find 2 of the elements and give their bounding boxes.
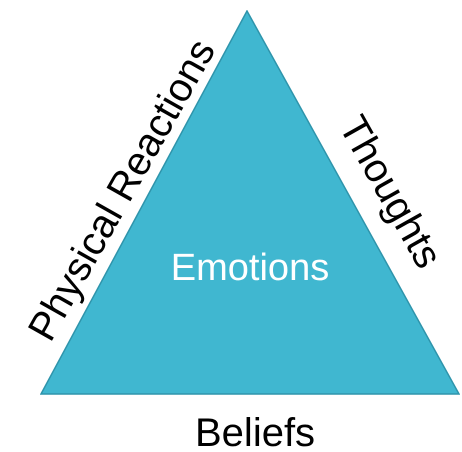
node-label: Emotions (170, 248, 330, 287)
side-label: Beliefs (195, 413, 316, 452)
